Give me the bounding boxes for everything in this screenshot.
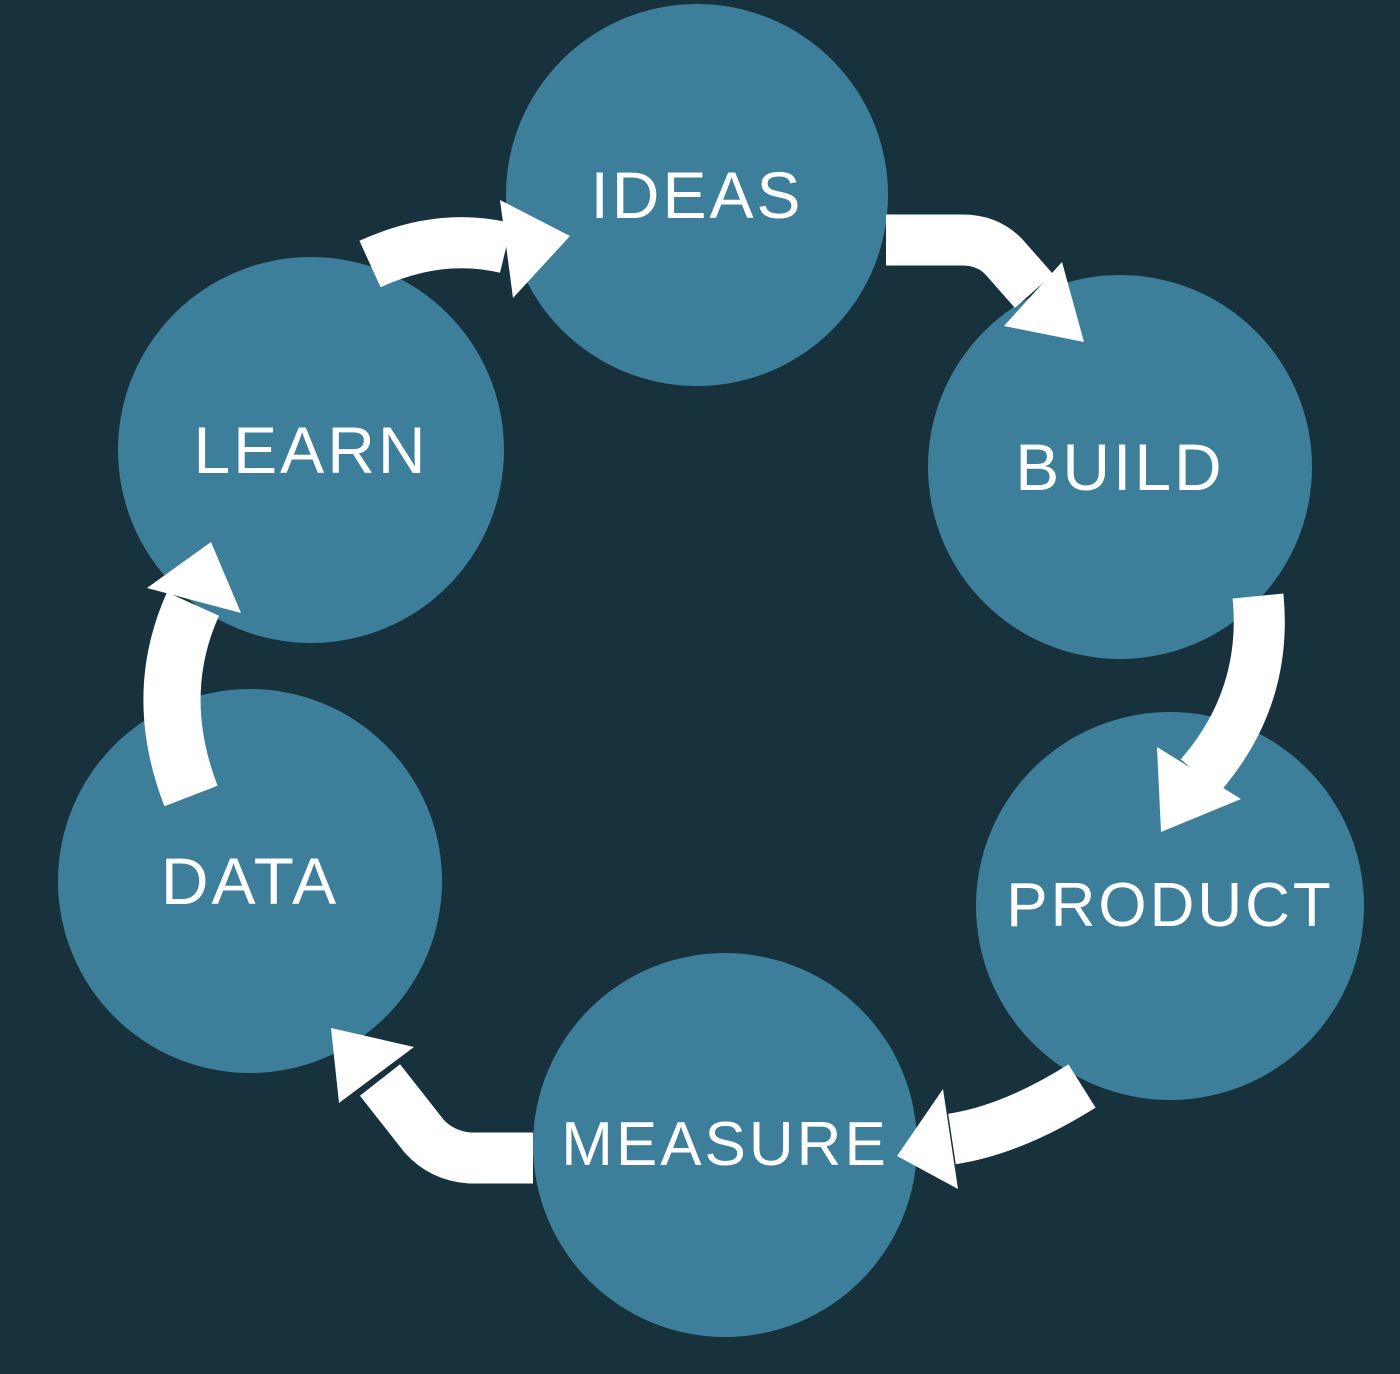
node-learn-label: LEARN (193, 413, 429, 487)
node-ideas: IDEAS (506, 4, 888, 386)
node-product-label: PRODUCT (1006, 871, 1334, 940)
arrow-measure-to-data-icon (331, 1028, 533, 1184)
node-product: PRODUCT (976, 712, 1364, 1100)
node-ideas-label: IDEAS (590, 158, 804, 232)
node-measure: MEASURE (533, 953, 917, 1337)
arrow-product-to-measure-icon (897, 1064, 1096, 1189)
node-build-label: BUILD (1015, 430, 1225, 504)
node-build: BUILD (928, 275, 1312, 659)
node-learn: LEARN (118, 257, 504, 643)
node-measure-label: MEASURE (561, 1110, 889, 1179)
node-data: DATA (58, 689, 442, 1073)
node-data-label: DATA (160, 844, 340, 918)
